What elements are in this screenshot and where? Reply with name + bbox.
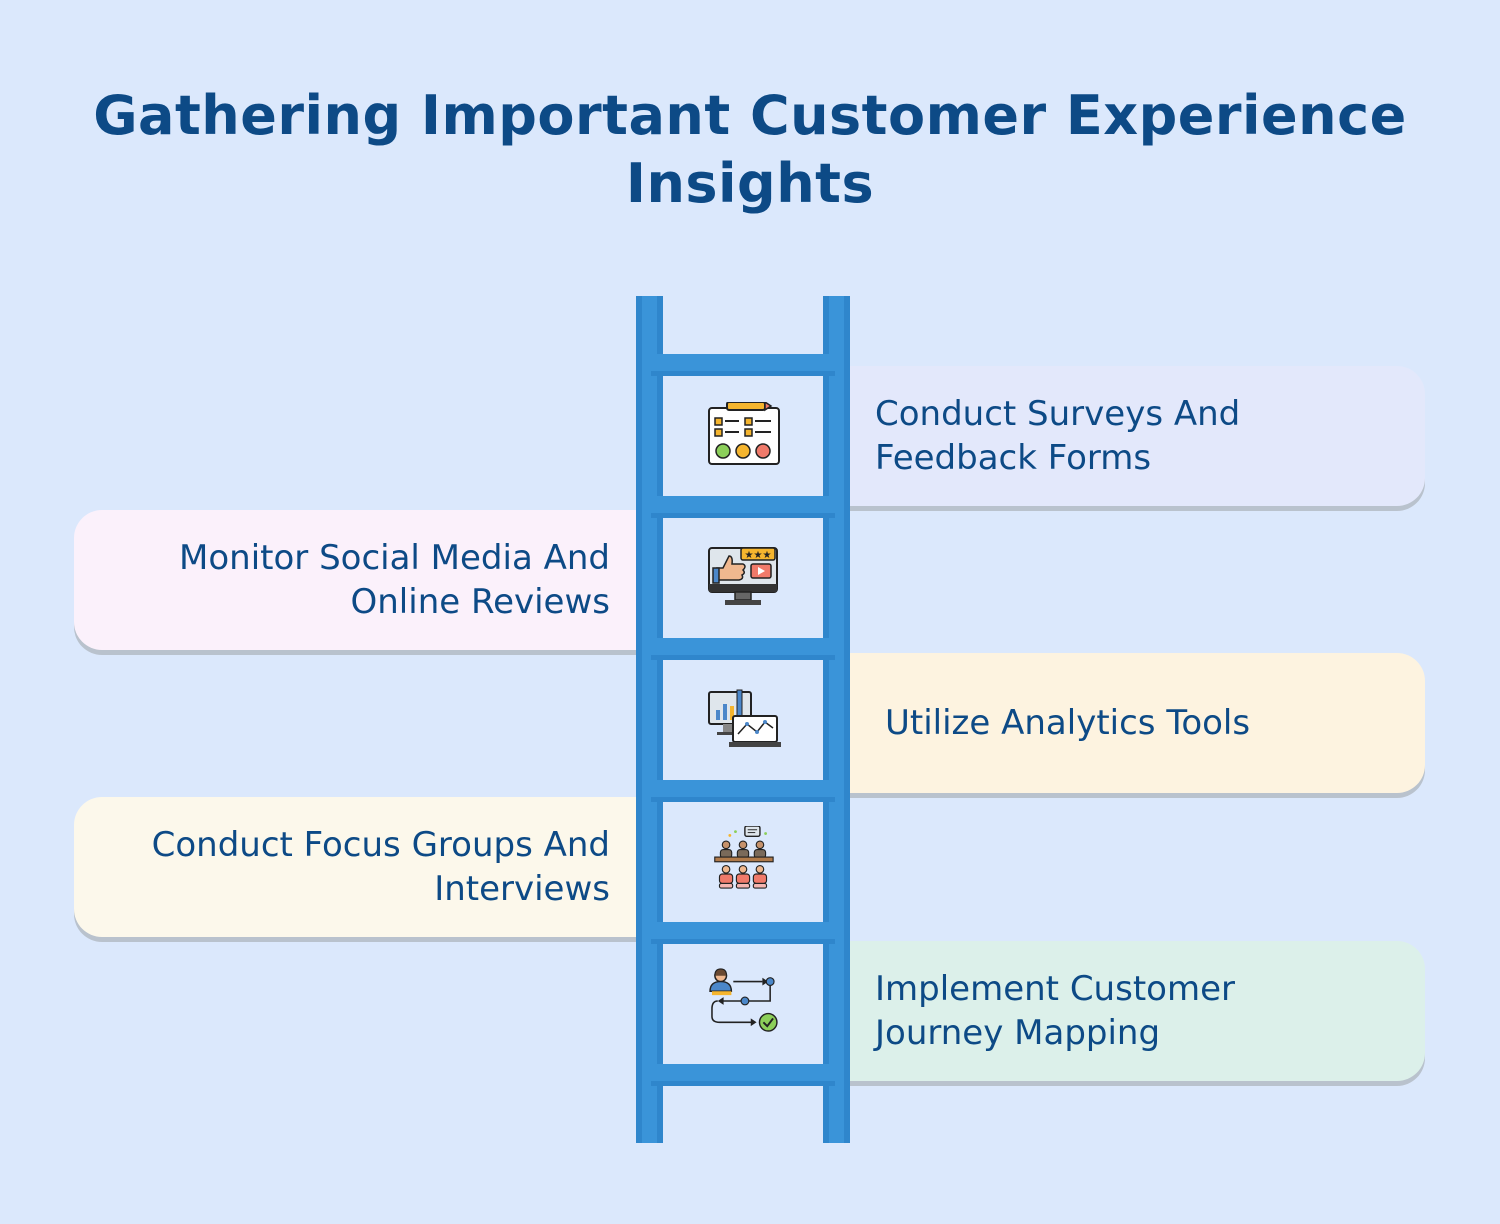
step-1-line-2: Feedback Forms: [875, 438, 1152, 478]
step-5-line-1: Implement Customer: [875, 969, 1235, 1009]
step-5-line-2: Journey Mapping: [875, 1013, 1161, 1053]
ladder-rail-left: [636, 296, 663, 1143]
ladder-rung-3: [651, 638, 835, 660]
social-review-monitor-icon: ★★★: [705, 544, 781, 608]
ladder-rung-5: [651, 922, 835, 944]
ladder-rung-1: [651, 354, 835, 376]
page-title: Gathering Important Customer Experience …: [0, 82, 1500, 218]
step-3-line-1: Utilize Analytics Tools: [885, 703, 1251, 743]
svg-text:★★★: ★★★: [745, 550, 772, 561]
title-line-2: Insights: [625, 152, 875, 215]
focus-group-icon: [705, 826, 781, 890]
step-2-line-2: Online Reviews: [350, 582, 611, 622]
step-4-line-2: Interviews: [434, 869, 610, 909]
ladder-rung-6: [651, 1064, 835, 1086]
ladder-rail-right: [823, 296, 850, 1143]
step-2-line-1: Monitor Social Media And: [179, 538, 610, 578]
step-1-line-1: Conduct Surveys And: [875, 394, 1241, 434]
survey-form-icon: [705, 402, 781, 466]
analytics-dashboard-icon: [705, 686, 781, 750]
step-card-analytics: Utilize Analytics Tools: [800, 653, 1425, 793]
step-4-line-1: Conduct Focus Groups And: [151, 825, 610, 865]
journey-map-icon: [705, 968, 781, 1032]
title-line-1: Gathering Important Customer Experience: [93, 84, 1407, 147]
ladder-rung-2: [651, 496, 835, 518]
ladder-rung-4: [651, 780, 835, 802]
